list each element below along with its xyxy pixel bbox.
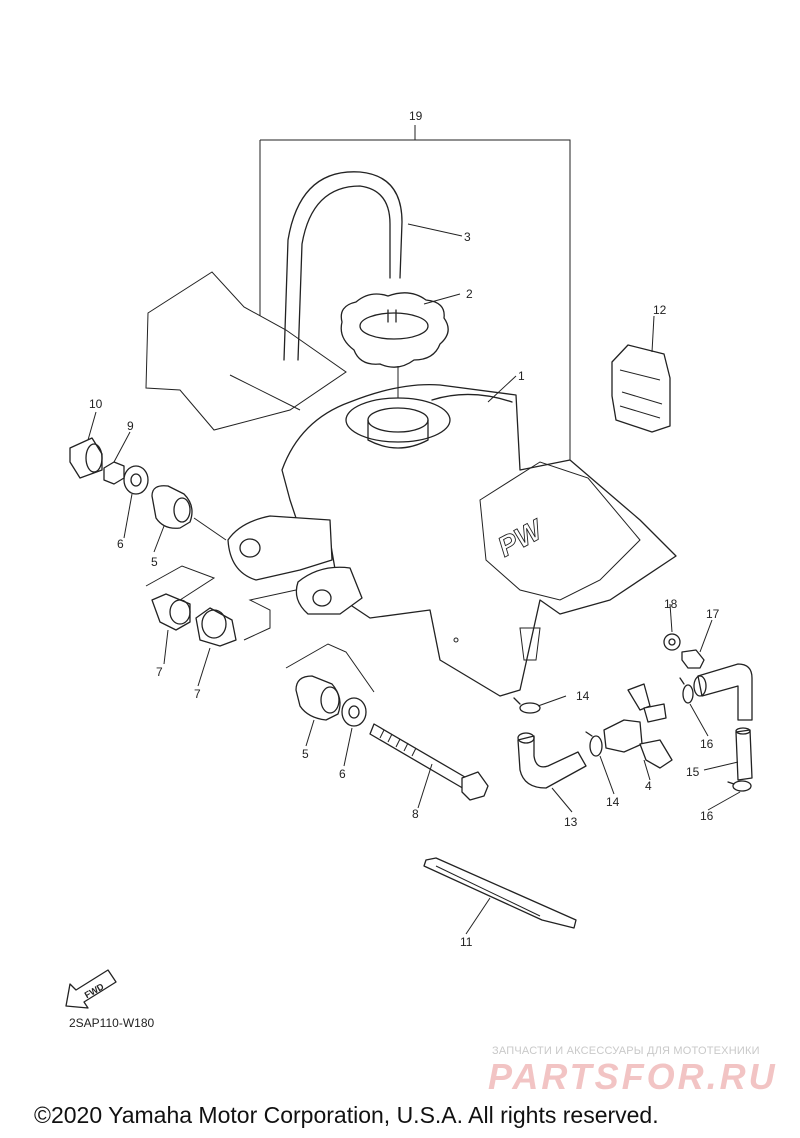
washer-part-6-lower [341, 697, 367, 727]
callout-3: 3 [464, 230, 471, 244]
nut-part-9 [103, 461, 125, 485]
cap-nut-part-10 [69, 437, 103, 479]
callout-9: 9 [127, 419, 134, 433]
assembly-bracket-19 [259, 125, 571, 470]
hose-part-15-lower [735, 727, 753, 781]
callout-16-upper: 16 [700, 737, 714, 751]
callout-10: 10 [89, 397, 103, 411]
clip-part-14-b [585, 731, 603, 757]
callout-8: 8 [412, 807, 419, 821]
callout-14-a: 14 [576, 689, 590, 703]
diagram-code: 2SAP110-W180 [69, 1016, 155, 1030]
callout-6-lower: 6 [339, 767, 346, 781]
callout-14-b: 14 [606, 795, 620, 809]
clip-part-16-lower [727, 780, 752, 792]
hose-part-15-upper [693, 663, 753, 721]
callout-1: 1 [518, 369, 525, 383]
breather-hose-part-3 [283, 171, 403, 361]
callout-7-b: 7 [194, 687, 201, 701]
fuel-tank-part-1: PW [227, 383, 677, 697]
watermark-tagline: ЗАПЧАСТИ И АКСЕССУАРЫ ДЛЯ МОТОТЕХНИКИ [492, 1045, 760, 1057]
callout-2: 2 [466, 287, 473, 301]
washer-part-6-upper [123, 465, 149, 495]
damper-part-5-lower [295, 675, 341, 721]
callout-labels: 19 3 2 1 12 10 9 6 5 7 7 5 6 8 14 14 4 1… [89, 109, 720, 949]
clip-part-14-a [513, 697, 541, 714]
callout-4: 4 [645, 779, 652, 793]
fuel-cock-part-4 [603, 683, 673, 769]
leader-5-upper [193, 517, 227, 541]
callout-13: 13 [564, 815, 578, 829]
copyright-notice: ©2020 Yamaha Motor Corporation, U.S.A. A… [34, 1102, 659, 1128]
collar-part-7-a [151, 593, 191, 631]
tank-cover-part [145, 271, 347, 431]
collar-part-7-b [195, 607, 237, 647]
callout-15: 15 [686, 765, 700, 779]
leader-7 [145, 565, 297, 641]
callout-5-lower: 5 [302, 747, 309, 761]
callout-16-lower: 16 [700, 809, 714, 823]
bolt-part-8 [369, 723, 489, 801]
callout-19: 19 [409, 109, 423, 123]
leader-5-lower [285, 643, 375, 693]
callout-12: 12 [653, 303, 667, 317]
fuel-cap-part-2 [340, 292, 449, 368]
pad-part-11 [423, 857, 577, 929]
leader-lines [87, 223, 741, 935]
callout-17: 17 [706, 607, 720, 621]
screw-part-17 [681, 649, 705, 669]
callout-18: 18 [664, 597, 678, 611]
damper-part-5-upper [151, 485, 193, 529]
callout-6-upper: 6 [117, 537, 124, 551]
emblem-part-12 [611, 344, 671, 433]
callout-5-upper: 5 [151, 555, 158, 569]
washer-part-18 [663, 633, 681, 651]
callout-7-a: 7 [156, 665, 163, 679]
watermark-logo: PARTSFOR.RU [488, 1056, 778, 1097]
fwd-arrow-icon: FWD [65, 969, 117, 1009]
fuel-hose-part-13 [517, 732, 587, 789]
clip-part-16-upper [679, 677, 694, 704]
callout-11: 11 [460, 935, 473, 949]
